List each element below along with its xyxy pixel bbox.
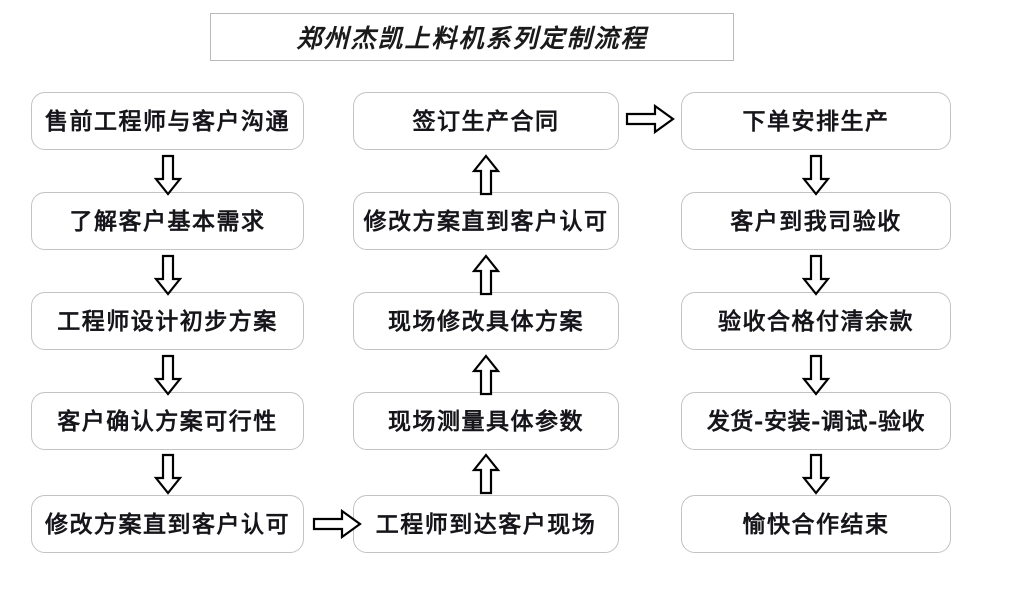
node-label: 现场测量具体参数 xyxy=(388,407,584,435)
node-label: 工程师到达客户现场 xyxy=(375,510,597,538)
node-label: 验收合格付清余款 xyxy=(718,307,914,335)
node-label: 工程师设计初步方案 xyxy=(57,307,278,335)
arrow-down-icon xyxy=(801,154,831,196)
node-label: 现场修改具体方案 xyxy=(388,307,584,335)
chart-title: 郑州杰凯上料机系列定制流程 xyxy=(296,24,648,53)
node-label: 发货-安装-调试-验收 xyxy=(706,407,926,435)
arrow-down-icon xyxy=(801,453,831,495)
node-label: 客户确认方案可行性 xyxy=(57,407,278,435)
node-label: 愉快合作结束 xyxy=(742,510,890,538)
node-production-5[interactable]: 愉快合作结束 xyxy=(681,495,951,553)
node-production-2[interactable]: 客户到我司验收 xyxy=(681,192,951,250)
arrow-up-icon xyxy=(471,354,501,396)
node-on-site-3[interactable]: 现场修改具体方案 xyxy=(353,292,619,350)
node-on-site-4[interactable]: 现场测量具体参数 xyxy=(353,392,619,450)
node-production-3[interactable]: 验收合格付清余款 xyxy=(681,292,951,350)
arrow-up-icon xyxy=(471,254,501,296)
node-production-1[interactable]: 下单安排生产 xyxy=(681,92,951,150)
arrow-right-icon xyxy=(312,508,362,540)
node-label: 了解客户基本需求 xyxy=(69,207,266,235)
node-pre-sales-5[interactable]: 修改方案直到客户认可 xyxy=(31,495,304,553)
node-label: 下单安排生产 xyxy=(742,107,890,135)
arrow-right-icon xyxy=(625,103,675,135)
node-pre-sales-2[interactable]: 了解客户基本需求 xyxy=(31,192,304,250)
arrow-up-icon xyxy=(471,453,501,495)
arrow-down-icon xyxy=(153,154,183,196)
arrow-down-icon xyxy=(153,453,183,495)
node-label: 签订生产合同 xyxy=(412,107,560,135)
arrow-down-icon xyxy=(801,354,831,396)
node-pre-sales-3[interactable]: 工程师设计初步方案 xyxy=(31,292,304,350)
arrow-down-icon xyxy=(801,254,831,296)
chart-title-box: 郑州杰凯上料机系列定制流程 xyxy=(210,13,734,61)
node-on-site-1[interactable]: 签订生产合同 xyxy=(353,92,619,150)
node-production-4[interactable]: 发货-安装-调试-验收 xyxy=(681,392,951,450)
node-pre-sales-4[interactable]: 客户确认方案可行性 xyxy=(31,392,304,450)
arrow-down-icon xyxy=(153,354,183,396)
node-label: 售前工程师与客户沟通 xyxy=(45,107,290,135)
node-on-site-2[interactable]: 修改方案直到客户认可 xyxy=(353,192,619,250)
arrow-down-icon xyxy=(153,254,183,296)
node-label: 修改方案直到客户认可 xyxy=(45,510,290,538)
node-on-site-5[interactable]: 工程师到达客户现场 xyxy=(353,495,619,553)
node-label: 客户到我司验收 xyxy=(730,207,902,235)
arrow-up-icon xyxy=(471,154,501,196)
node-label: 修改方案直到客户认可 xyxy=(363,207,609,235)
node-pre-sales-1[interactable]: 售前工程师与客户沟通 xyxy=(31,92,304,150)
